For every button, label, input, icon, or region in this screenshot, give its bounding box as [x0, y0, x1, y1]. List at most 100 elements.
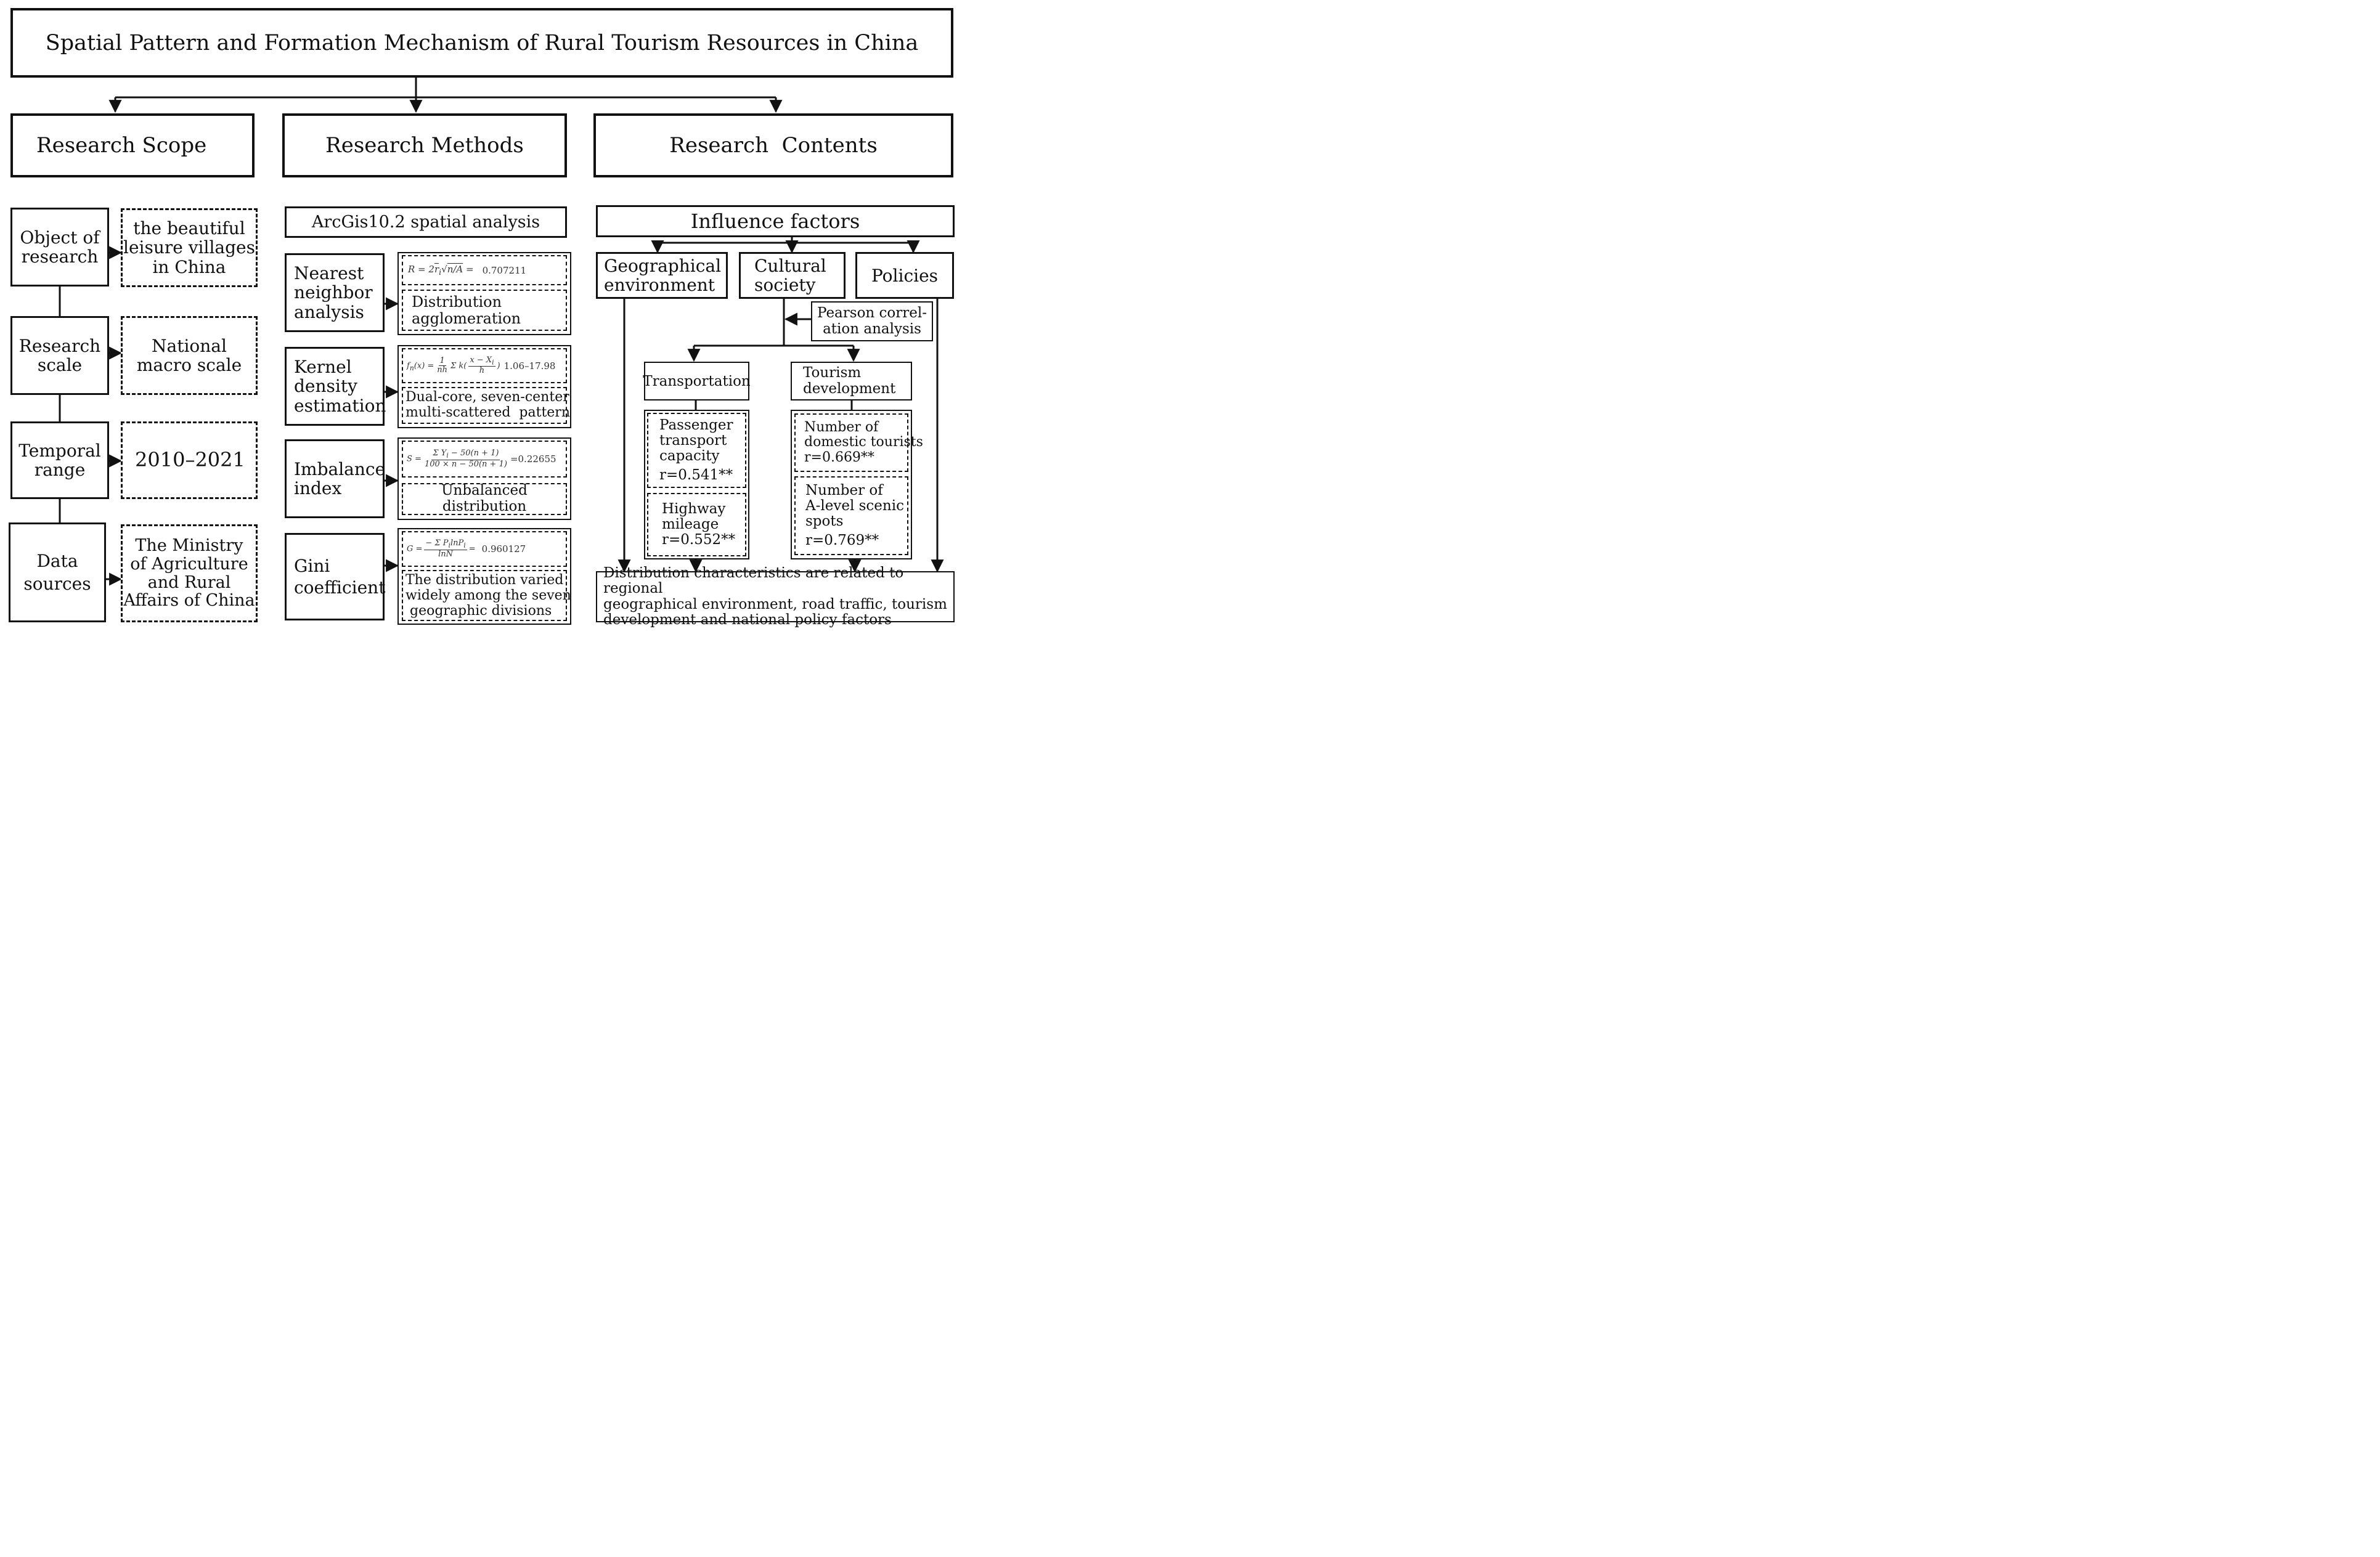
scope-value-temporal: 2010–2021 — [121, 421, 258, 499]
method-label-line: estimation — [294, 395, 386, 416]
passenger-line: capacity — [659, 448, 720, 464]
formula-imbalance-index: S =Σ Yi − 50(n + 1)100 × n − 50(n + 1) =… — [402, 441, 567, 478]
result-line: widely among the seven — [405, 587, 571, 603]
conclusion-line: Distribution characteristics are related… — [603, 564, 904, 597]
transportation-label: Transportation — [643, 373, 751, 389]
influence-factors-box: Influence factors — [596, 205, 955, 237]
header-research-scope: Research Scope — [10, 113, 255, 177]
pearson-line: Pearson correl- — [817, 304, 927, 321]
factor-label-line: Geographical — [604, 255, 722, 276]
pearson-correlation-box: Pearson correl-ation analysis — [811, 301, 933, 341]
scope-label-line: Temporal — [18, 440, 101, 461]
header-research-contents: Research Contents — [593, 113, 953, 177]
connector-lines — [59, 78, 944, 586]
scope-label-line: sources — [23, 574, 91, 594]
correlation-value: r=0.552** — [662, 532, 736, 548]
factor-label-line: environment — [604, 275, 715, 295]
result-line: agglomeration — [412, 309, 521, 327]
method-label-line: analysis — [294, 301, 364, 322]
result-line: Unbalanced distribution — [441, 482, 528, 514]
correlation-value: r=0.669** — [804, 449, 874, 465]
conclusion-line: geographical environment, road traffic, … — [603, 596, 947, 612]
scope-label-line: research — [21, 246, 99, 267]
pearson-line: ation analysis — [823, 320, 921, 337]
alevel-line: A-level scenic — [805, 498, 904, 514]
factor-label-line: society — [754, 275, 816, 295]
scope-value-line: leisure villages — [123, 237, 255, 258]
formula-value: =0.22655 — [510, 453, 556, 465]
scope-value-line: The Ministry — [135, 536, 243, 556]
scope-value-line: and Rural — [147, 572, 231, 592]
method-label-line: Imbalance — [294, 458, 386, 479]
tourism-line: Tourism — [803, 364, 862, 381]
result-line: multi-scattered pattern — [405, 405, 570, 420]
scope-value-line: the beautiful — [133, 217, 245, 238]
result-line: The distribution varied — [405, 572, 564, 588]
factor-label-line: Cultural — [754, 255, 826, 276]
header-research-scope-label: Research Scope — [36, 133, 207, 158]
result-line: Distribution — [412, 293, 502, 311]
method-label-line: Gini — [294, 555, 330, 576]
header-research-methods: Research Methods — [282, 113, 567, 177]
scope-label-line: Research — [18, 335, 101, 356]
scope-value-line: macro scale — [136, 355, 242, 375]
header-research-methods-label: Research Methods — [325, 133, 524, 158]
alevel-line: Number of — [805, 482, 883, 499]
passenger-line: transport — [659, 433, 727, 449]
formula-value: 0.707211 — [482, 264, 527, 276]
correlation-value: r=0.541** — [659, 466, 733, 483]
domestic-line: domestic tourists — [804, 434, 923, 450]
diagram-title-box: Spatial Pattern and Formation Mechanism … — [10, 8, 953, 78]
conclusion-box: Distribution characteristics are related… — [596, 565, 955, 628]
scope-label-data-sources: Data sources — [9, 522, 106, 622]
transportation-box: Transportation — [643, 362, 751, 400]
method-label-line: index — [294, 478, 342, 498]
conclusion-line: development and national policy factors — [603, 611, 892, 628]
result-line: Dual-core, seven-center — [405, 389, 569, 405]
formula-value: 1.06–17.98 — [503, 360, 556, 372]
scope-value-line: of Agriculture — [130, 554, 248, 574]
scope-label-line: Data — [36, 550, 78, 571]
result-imbalance-index: Unbalanced distribution — [402, 482, 567, 515]
method-label-line: Kernel — [294, 356, 352, 377]
formula-nearest-neighbor: R = 2ri√n/A = 0.707211 — [402, 255, 567, 285]
scope-label-line: range — [34, 460, 86, 480]
method-label-line: neighbor — [294, 282, 373, 303]
result-line: geographic divisions — [405, 603, 552, 619]
highway-line: Highway — [662, 500, 726, 517]
domestic-line: Number of — [804, 419, 879, 435]
scope-value-line: 2010–2021 — [135, 448, 245, 472]
methods-arcgis-label: ArcGis10.2 spatial analysis — [311, 213, 540, 232]
correlation-value: r=0.769** — [805, 532, 879, 548]
influence-factors-label: Influence factors — [690, 209, 860, 233]
method-label-line: density — [294, 376, 357, 397]
scope-value-line: National — [152, 335, 227, 356]
header-research-contents-label: Research Contents — [669, 133, 878, 158]
passenger-line: Passenger — [659, 417, 733, 434]
scope-value-line: in China — [152, 256, 226, 277]
highway-line: mileage — [662, 516, 719, 532]
formula-value: 0.960127 — [481, 543, 526, 555]
diagram-title: Spatial Pattern and Formation Mechanism … — [45, 30, 919, 55]
factor-policies: Policies — [855, 252, 954, 299]
